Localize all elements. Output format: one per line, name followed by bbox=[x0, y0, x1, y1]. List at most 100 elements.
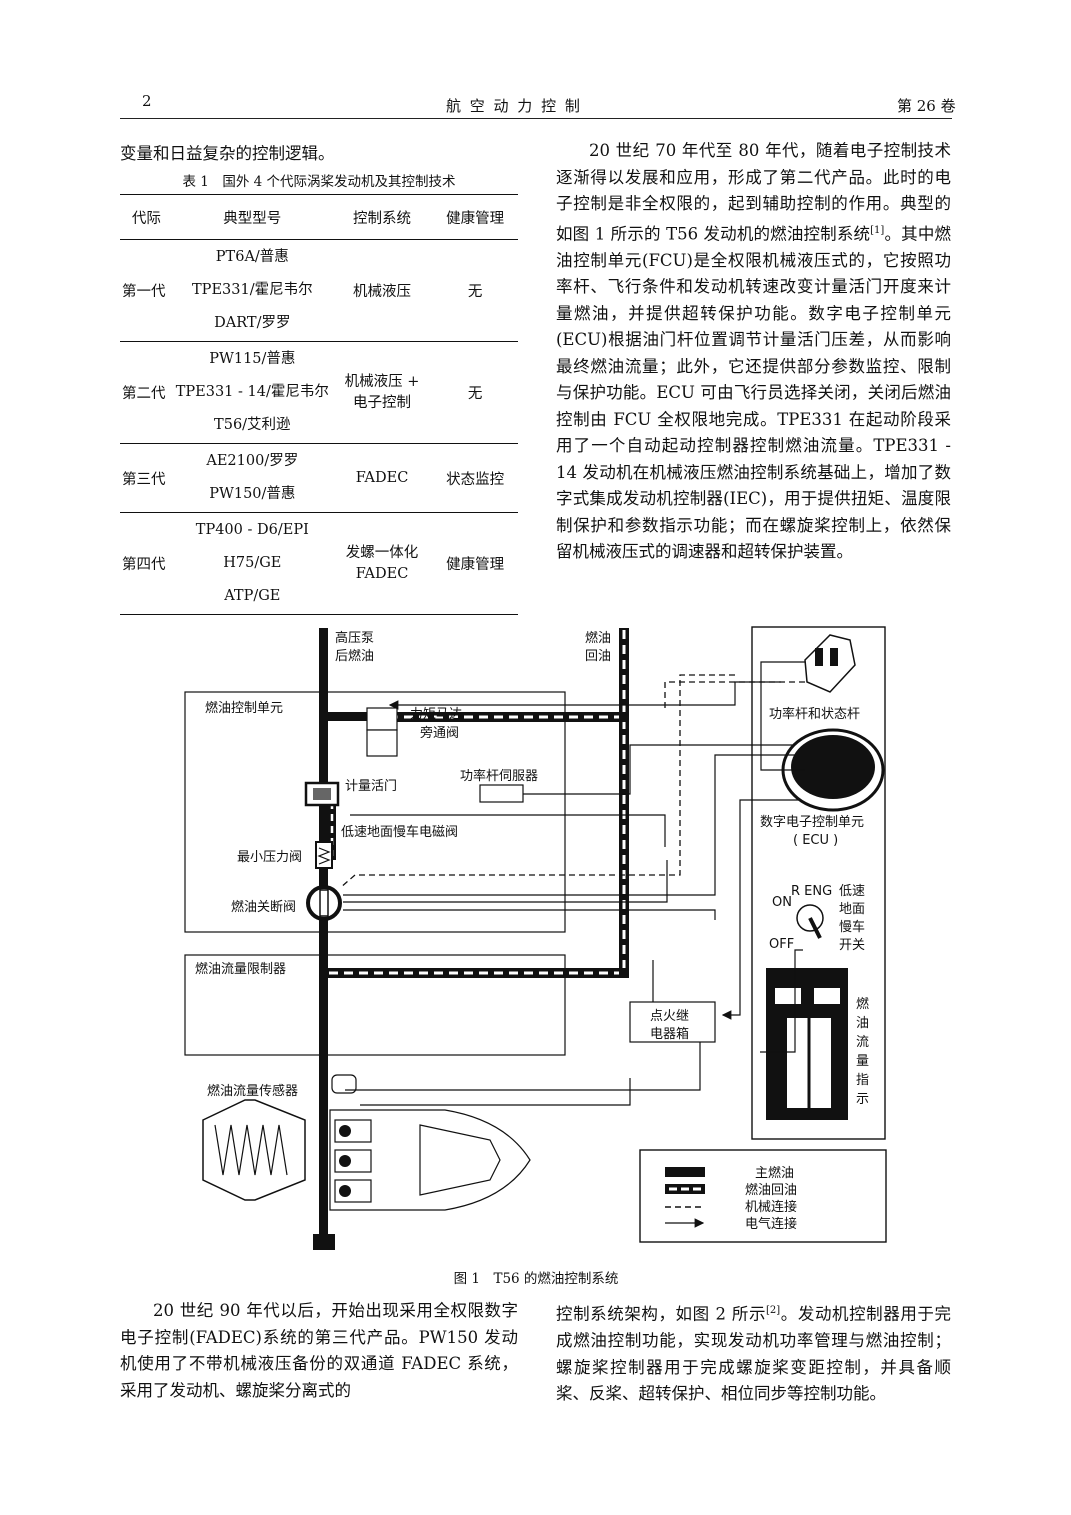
power-lever-illustration bbox=[804, 634, 856, 693]
bottom-left-text: 20 世纪 90 年代以后，开始出现采用全权限数字电子控制(FADEC)系统的第… bbox=[120, 1301, 518, 1400]
t56-fuel-system-diagram: 高压泵 后燃油 燃油 回油 燃油控制单元 力矩马达 旁通阀 计量活门 功率杆伺服… bbox=[184, 626, 887, 1250]
diagram-legend: 主燃油 燃油回油 机械连接 电气连接 bbox=[639, 1149, 887, 1243]
right-paragraph: 20 世纪 70 年代至 80 年代，随着电子控制技术逐渐得以发展和应用，形成了… bbox=[556, 138, 951, 566]
models-cell: TP400 - D6/EPI H75/GE ATP/GE bbox=[172, 512, 332, 615]
control-line: 发螺一体化 bbox=[345, 544, 419, 561]
fcu-box bbox=[184, 691, 566, 933]
table-caption: 表 1 国外 4 个代际涡桨发动机及其控制技术 bbox=[182, 174, 456, 190]
label-fuel-return: 燃油 bbox=[585, 630, 611, 646]
models-cell: AE2100/罗罗 PW150/普惠 bbox=[172, 443, 332, 513]
legend-main-fuel: 主燃油 bbox=[755, 1165, 794, 1181]
page-number: 2 bbox=[142, 92, 152, 110]
label-switch-desc-2: 地面 bbox=[839, 902, 865, 917]
control-cell: 发螺一体化 FADEC bbox=[331, 512, 433, 615]
right-para-text: 20 世纪 70 年代至 80 年代，随着电子控制技术逐渐得以发展和应用，形成了… bbox=[556, 141, 951, 243]
label-switch-on: ON bbox=[772, 895, 792, 910]
model-name: TP400 - D6/EPI bbox=[195, 522, 309, 538]
label-flow-indicator-4: 量 bbox=[856, 1054, 869, 1069]
generation-cell: 第二代 bbox=[120, 341, 173, 444]
citation-ref: [1] bbox=[870, 224, 885, 236]
label-switch-off: OFF bbox=[769, 937, 794, 952]
label-switch-desc-1: 低速 bbox=[839, 884, 865, 899]
flow-sensor-symbol bbox=[331, 1074, 357, 1094]
generation-cell: 第一代 bbox=[120, 239, 173, 342]
col-header-generation: 代际 bbox=[120, 194, 173, 240]
min-pressure-valve-symbol bbox=[315, 841, 333, 869]
label-fuel-return-2: 回油 bbox=[585, 649, 611, 664]
label-ecu-2: ( ECU ) bbox=[793, 833, 838, 848]
bottom-right-paragraph: 控制系统架构，如图 2 所示[2]。发动机控制器用于完成燃油控制功能，实现发动机… bbox=[556, 1298, 951, 1408]
model-name: AE2100/罗罗 bbox=[206, 453, 299, 469]
legend-electrical: 电气连接 bbox=[745, 1216, 797, 1232]
generation-cell: 第三代 bbox=[120, 443, 173, 513]
label-hp-pump: 高压泵 bbox=[335, 630, 374, 646]
flow-limiter-box bbox=[184, 954, 566, 1056]
cockpit-panel bbox=[751, 626, 886, 1140]
model-name: T56/艾利逊 bbox=[214, 417, 291, 433]
table-row: 第四代 TP400 - D6/EPI H75/GE ATP/GE 发螺一体化 F… bbox=[120, 512, 518, 615]
low-idle-switch bbox=[796, 904, 824, 939]
main-fuel-line bbox=[319, 628, 328, 1248]
table-row: 第一代 PT6A/普惠 TPE331/霍尼韦尔 DART/罗罗 机械液压 无 bbox=[120, 239, 518, 342]
label-ignition-2: 电器箱 bbox=[650, 1026, 689, 1042]
label-flow-sensor: 燃油流量传感器 bbox=[207, 1083, 298, 1099]
header-rule bbox=[120, 118, 952, 119]
control-cell: 机械液压 + 电子控制 bbox=[331, 341, 433, 444]
health-cell: 无 bbox=[432, 341, 518, 444]
label-switch-desc-3: 慢车 bbox=[839, 919, 865, 935]
table-header-row: 代际 典型型号 控制系统 健康管理 bbox=[120, 194, 518, 240]
label-flow-limiter: 燃油流量限制器 bbox=[195, 961, 286, 977]
models-cell: PW115/普惠 TPE331 - 14/霍尼韦尔 T56/艾利逊 bbox=[172, 341, 332, 444]
model-name: DART/罗罗 bbox=[214, 315, 291, 331]
label-flow-indicator-5: 指 bbox=[856, 1073, 869, 1088]
left-intro-text: 变量和日益复杂的控制逻辑。 bbox=[120, 144, 335, 163]
label-ecu-1: 数字电子控制单元 bbox=[760, 815, 864, 830]
table-row: 第二代 PW115/普惠 TPE331 - 14/霍尼韦尔 T56/艾利逊 机械… bbox=[120, 341, 518, 444]
label-flow-indicator-1: 燃 bbox=[856, 996, 869, 1012]
col-header-health: 健康管理 bbox=[432, 194, 518, 240]
ignition-box bbox=[629, 1001, 716, 1043]
model-name: H75/GE bbox=[223, 555, 282, 571]
control-line: 机械液压 + bbox=[344, 373, 420, 390]
label-metering-valve: 计量活门 bbox=[345, 779, 397, 794]
models-cell: PT6A/普惠 TPE331/霍尼韦尔 DART/罗罗 bbox=[172, 239, 332, 342]
health-cell: 健康管理 bbox=[432, 512, 518, 615]
flow-indicator-gauge bbox=[766, 968, 848, 1120]
legend-fuel-return: 燃油回油 bbox=[745, 1182, 797, 1198]
model-name: PW150/普惠 bbox=[209, 486, 296, 502]
control-cell: FADEC bbox=[331, 443, 433, 513]
label-flow-indicator-2: 油 bbox=[856, 1016, 869, 1031]
model-name: PW115/普惠 bbox=[209, 351, 296, 367]
label-bypass-valve: 旁通阀 bbox=[420, 725, 459, 741]
citation-ref-2: [2] bbox=[766, 1305, 781, 1316]
engine-illustration bbox=[202, 1099, 531, 1211]
generation-table: 代际 典型型号 控制系统 健康管理 第一代 PT6A/普惠 TPE331/霍尼韦… bbox=[120, 194, 518, 615]
bottom-left-paragraph: 20 世纪 90 年代以后，开始出现采用全权限数字电子控制(FADEC)系统的第… bbox=[120, 1298, 518, 1404]
label-torque-motor: 力矩马达 bbox=[410, 707, 462, 722]
model-name: PT6A/普惠 bbox=[215, 249, 289, 265]
label-hp-pump-2: 后燃油 bbox=[335, 648, 374, 664]
label-ignition-1: 点火继 bbox=[650, 1009, 689, 1024]
bottom-right-rest: 。发动机控制器用于完成燃油控制功能，实现发动机功率管理与燃油控制；螺旋桨控制器用… bbox=[556, 1304, 951, 1404]
model-name: TPE331/霍尼韦尔 bbox=[192, 282, 313, 298]
legend-mechanical: 机械连接 bbox=[745, 1199, 797, 1215]
label-shutoff-valve: 燃油关断阀 bbox=[231, 899, 296, 915]
label-flow-indicator-3: 流 bbox=[856, 1035, 869, 1050]
model-name: TPE331 - 14/霍尼韦尔 bbox=[175, 384, 329, 400]
right-para-rest: 。其中燃油控制单元(FCU)是全权限机械液压式的，它按照功率杆、飞行条件和发动机… bbox=[556, 224, 951, 561]
label-power-servo: 功率杆伺服器 bbox=[460, 768, 538, 784]
label-min-pressure-valve: 最小压力阀 bbox=[237, 850, 302, 865]
label-low-idle-solenoid: 低速地面慢车电磁阀 bbox=[341, 824, 458, 840]
col-header-model: 典型型号 bbox=[172, 194, 332, 240]
control-cell: 机械液压 bbox=[331, 239, 433, 342]
health-cell: 状态监控 bbox=[432, 443, 518, 513]
generation-cell: 第四代 bbox=[120, 512, 173, 615]
volume-label: 第 26 卷 bbox=[897, 97, 956, 115]
label-switch-desc-4: 开关 bbox=[839, 938, 865, 953]
table-row: 第三代 AE2100/罗罗 PW150/普惠 FADEC 状态监控 bbox=[120, 443, 518, 513]
figure-caption: 图 1 T56 的燃油控制系统 bbox=[453, 1271, 619, 1287]
col-header-control: 控制系统 bbox=[331, 194, 433, 240]
health-cell: 无 bbox=[432, 239, 518, 342]
label-flow-indicator-6: 示 bbox=[856, 1092, 869, 1107]
label-switch-r-eng: R ENG bbox=[791, 884, 832, 899]
